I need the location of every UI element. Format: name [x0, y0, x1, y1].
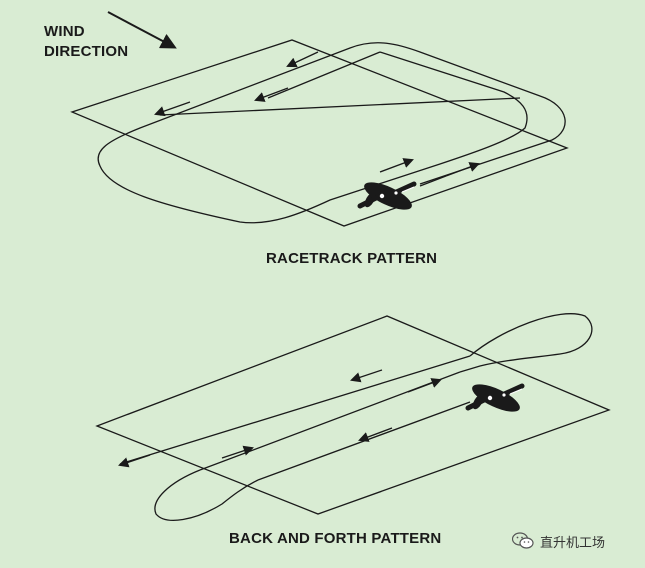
back-forth-arrow-right-2 — [221, 445, 254, 459]
racetrack-field-outline — [70, 39, 569, 227]
watermark: 直升机工场 — [512, 530, 605, 552]
back-forth-pattern — [95, 313, 611, 521]
racetrack-caption: RACETRACK PATTERN — [266, 250, 438, 267]
racetrack-arrow-left-1 — [154, 101, 191, 117]
back-forth-field-outline — [95, 315, 611, 515]
back-forth-caption: BACK AND FORTH PATTERN — [229, 530, 442, 547]
back-forth-aircraft-icon — [468, 379, 523, 417]
back-forth-arrow-left-1 — [350, 369, 383, 383]
back-forth-arrow-left-3 — [358, 427, 393, 442]
back-forth-turn-right — [459, 313, 593, 373]
racetrack-arrow-upper — [286, 51, 319, 68]
watermark-text: 直升机工场 — [540, 535, 606, 551]
back-forth-leg-1 — [119, 355, 471, 465]
racetrack-loop-path — [97, 42, 566, 224]
racetrack-arrow-right-1 — [379, 158, 414, 173]
wechat-icon — [512, 532, 534, 550]
wind-label-line1: WIND — [44, 23, 85, 40]
racetrack-upwind-leg-2 — [159, 97, 521, 116]
back-forth-arrow-left-2 — [118, 454, 151, 468]
racetrack-path-tail — [419, 175, 447, 187]
back-forth-turn-left — [154, 469, 259, 521]
racetrack-upwind-leg — [267, 51, 381, 99]
wind-direction-arrow — [107, 11, 177, 49]
back-forth-arrow-right-1 — [407, 378, 442, 393]
racetrack-aircraft-icon — [360, 177, 415, 215]
racetrack-arrow-left-2 — [254, 87, 289, 102]
racetrack-arrow-right-2 — [445, 162, 480, 177]
back-forth-leg-3 — [257, 401, 471, 481]
wind-direction-label: WIND DIRECTION — [44, 22, 128, 62]
wind-label-line2: DIRECTION — [44, 43, 129, 60]
racetrack-pattern — [70, 39, 569, 227]
